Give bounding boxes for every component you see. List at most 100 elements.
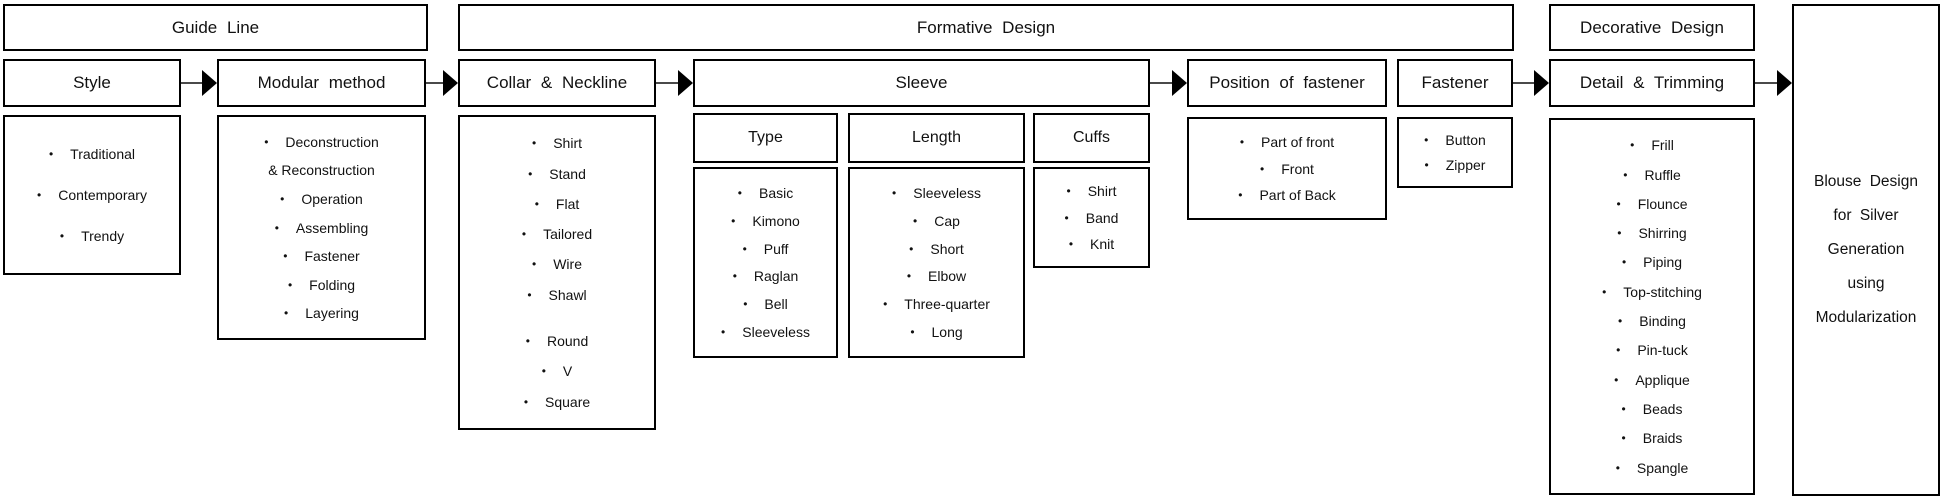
list-item-label: & Reconstruction xyxy=(268,162,375,179)
list-item: • Flat xyxy=(462,196,652,212)
decorative-design-header-label: Decorative Design xyxy=(1580,17,1724,37)
sleeve-cuffs-list: • Shirt • Band • Knit xyxy=(1033,167,1150,268)
list-item-label: Elbow xyxy=(928,268,967,285)
list-item: • Tailored xyxy=(462,226,652,242)
guide-line-header: Guide Line xyxy=(3,4,428,51)
list-item-label: Wire xyxy=(553,256,582,273)
arrow-stem xyxy=(656,82,679,84)
list-item-label: Sleeveless xyxy=(913,184,981,201)
arrow-modular-to-collar xyxy=(426,70,458,96)
list-item-label: Cap xyxy=(934,212,960,229)
bullet-icon: • xyxy=(1238,188,1243,203)
final-output-line: Generation xyxy=(1827,241,1905,258)
list-item-label: Applique xyxy=(1635,371,1690,388)
list-item-label: Piping xyxy=(1643,254,1683,271)
list-item: • Contemporary xyxy=(7,187,177,203)
list-item-label: Folding xyxy=(309,276,356,293)
list-item: • Shirring xyxy=(1553,225,1751,241)
arrow-stem xyxy=(1513,82,1535,84)
stage-position-of-fastener-label: Position of fastener xyxy=(1209,73,1365,92)
arrow-stem xyxy=(1755,82,1778,84)
list-item-label: Contemporary xyxy=(58,187,147,203)
sleeve-length-list: • Sleeveless • Cap • Short • Elbow • Thr… xyxy=(848,167,1025,358)
bullet-icon: • xyxy=(283,249,288,264)
list-item: • Raglan xyxy=(697,268,834,284)
bullet-icon: • xyxy=(521,227,527,242)
bullet-icon: • xyxy=(1064,210,1069,225)
sleeve-cuffs-header-label: Cuffs xyxy=(1072,129,1111,146)
list-item: • Front xyxy=(1191,161,1383,177)
list-item-label: Kimono xyxy=(752,212,800,229)
list-item: • Top-stitching xyxy=(1553,284,1751,300)
list-item-label: Binding xyxy=(1639,313,1686,330)
modular-method-list: • Deconstruction & Reconstruction • Oper… xyxy=(217,115,426,340)
bullet-icon: • xyxy=(37,188,42,202)
bullet-icon: • xyxy=(532,257,537,272)
sleeve-cuffs-header: Cuffs xyxy=(1033,113,1150,163)
bullet-icon: • xyxy=(527,287,532,302)
stage-collar-neckline-label: Collar & Neckline xyxy=(486,73,628,92)
list-item: • Spangle xyxy=(1553,460,1751,476)
arrowhead-icon xyxy=(1172,70,1187,96)
bullet-icon: • xyxy=(732,269,737,284)
list-item-label: Frill xyxy=(1651,137,1674,154)
list-item: • Deconstruction xyxy=(221,134,422,150)
bullet-icon: • xyxy=(1616,196,1621,211)
stage-modular-method-label: Modular method xyxy=(257,73,386,92)
list-item-label: Shirring xyxy=(1638,225,1687,242)
bullet-icon: • xyxy=(1068,236,1074,251)
bullet-icon: • xyxy=(737,185,742,200)
stage-detail-trimming: Detail & Trimming xyxy=(1549,59,1755,107)
list-item-label: Braids xyxy=(1642,430,1683,447)
list-item: • Three-quarter xyxy=(852,296,1021,312)
fastener-list: • Button • Zipper xyxy=(1397,117,1513,188)
list-item: • Applique xyxy=(1553,372,1751,388)
bullet-icon: • xyxy=(1239,134,1245,149)
list-item: • Stand xyxy=(462,166,652,182)
list-item: • Shirt xyxy=(1037,183,1146,199)
list-item-label: Stand xyxy=(549,165,586,182)
collar-neckline-list: • Shirt • Stand • Flat • Tailored • Wire… xyxy=(458,115,656,430)
arrow-style-to-modular xyxy=(181,70,217,96)
list-item: • Square xyxy=(462,394,652,410)
style-list: • Traditional • Contemporary • Trendy xyxy=(3,115,181,275)
list-item-label: Fastener xyxy=(304,248,360,265)
arrow-stem xyxy=(1150,82,1173,84)
list-item-label: Shirt xyxy=(553,135,582,152)
sleeve-length-header: Length xyxy=(848,113,1025,163)
list-item: • Trendy xyxy=(7,228,177,244)
list-item-label: Zipper xyxy=(1445,157,1486,173)
list-item: • Part of Back xyxy=(1191,187,1383,203)
bullet-icon: • xyxy=(1617,226,1622,241)
list-item: • Round xyxy=(462,333,652,349)
bullet-icon: • xyxy=(1621,431,1626,446)
list-item: • Button xyxy=(1401,132,1509,148)
list-item: • Short xyxy=(852,241,1021,257)
bullet-icon: • xyxy=(1424,158,1429,172)
list-item-label: Trendy xyxy=(81,228,125,244)
list-item-label: Knit xyxy=(1090,235,1115,252)
list-item: • Braids xyxy=(1553,430,1751,446)
list-item-label: Tailored xyxy=(543,226,593,243)
arrowhead-icon xyxy=(1534,70,1549,96)
list-item-label: Puff xyxy=(763,240,789,257)
list-item-label: Three-quarter xyxy=(904,296,990,313)
list-item: • Wire xyxy=(462,256,652,272)
bullet-icon: • xyxy=(1623,167,1628,182)
list-item-label: Sleeveless xyxy=(742,324,810,341)
list-item: • Pin-tuck xyxy=(1553,342,1751,358)
list-item-label: Flat xyxy=(555,195,580,212)
arrowhead-icon xyxy=(678,70,693,96)
list-item: • Shirt xyxy=(462,135,652,151)
sleeve-type-header-label: Type xyxy=(748,129,783,146)
bullet-icon: • xyxy=(1616,343,1621,358)
list-item: • Folding xyxy=(221,277,422,293)
bullet-icon: • xyxy=(274,220,279,235)
list-item: • Operation xyxy=(221,191,422,207)
list-item-label: Pin-tuck xyxy=(1637,342,1688,359)
list-item: • Sleeveless xyxy=(697,324,834,340)
list-item-label: Operation xyxy=(301,190,363,207)
list-item: • Band xyxy=(1037,210,1146,226)
list-item: • Beads xyxy=(1553,401,1751,417)
